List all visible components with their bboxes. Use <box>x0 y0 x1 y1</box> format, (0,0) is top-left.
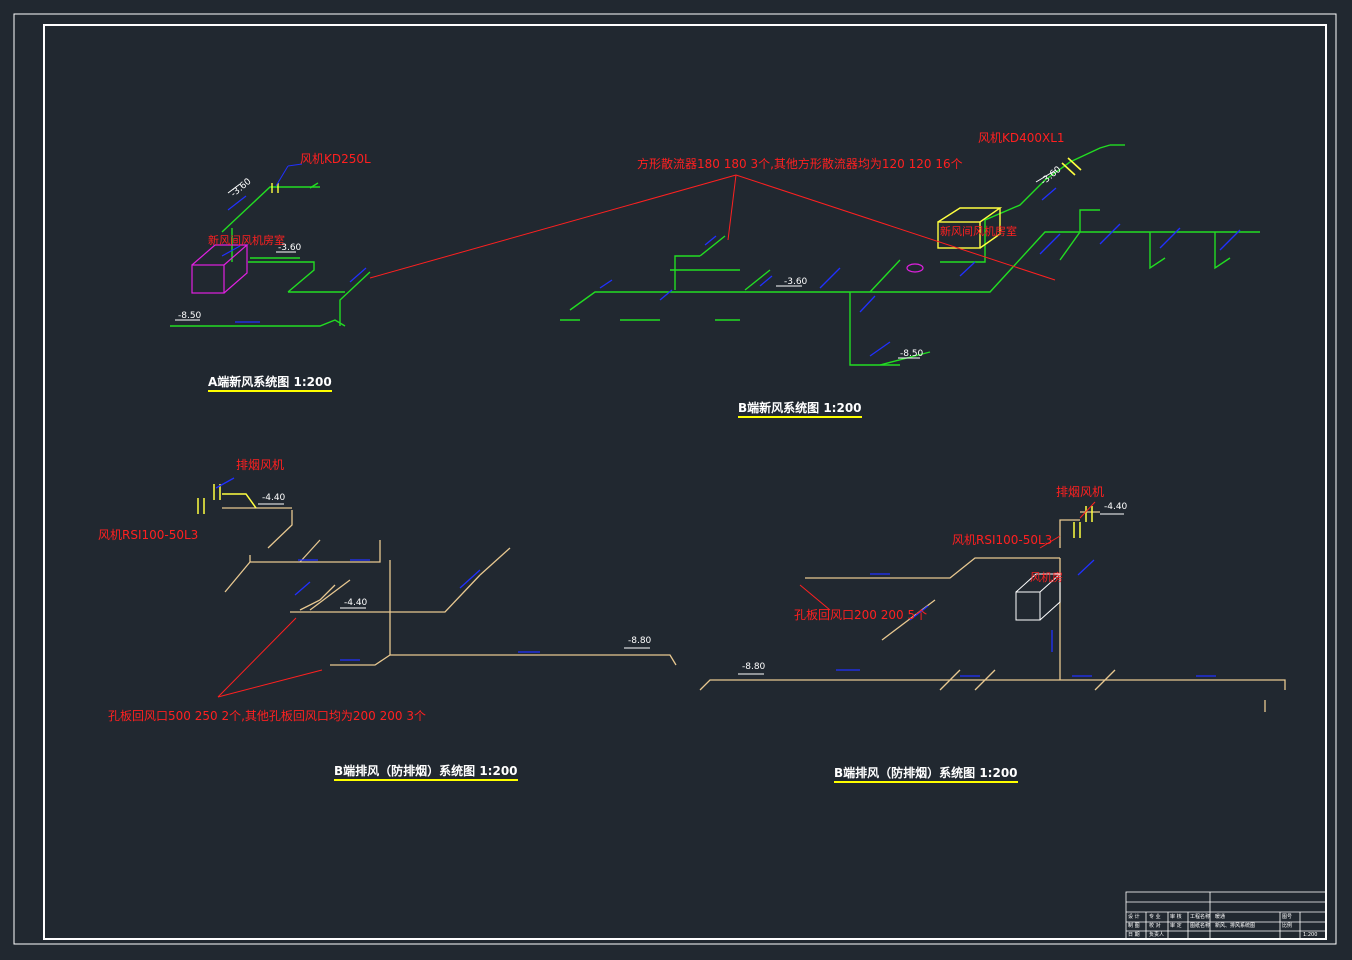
right-grille-note: 孔板回风口200 200 5个 <box>794 608 928 622</box>
tb-r2c4: 图纸名称 <box>1190 923 1211 929</box>
b-fan-label: 风机KD400XL1 <box>978 131 1065 145</box>
b-diffuser-note: 方形散流器180 180 3个,其他方形散流器均为120 120 16个 <box>637 157 963 171</box>
title-block-grid <box>1125 891 1327 940</box>
left-level-1: -4.40 <box>262 493 286 503</box>
tb-r2c1: 制 图 <box>1128 923 1140 929</box>
tb-r1c3: 审 核 <box>1170 914 1182 920</box>
left-exhaust-title: B端排风（防排烟）系统图 1:200 <box>334 765 518 781</box>
b-level-2: -3.60 <box>784 277 808 287</box>
tb-r1c2: 专 业 <box>1149 914 1161 920</box>
a-room-label: 新风间风机房室 <box>208 234 285 247</box>
left-fan-callout: 排烟风机 <box>236 458 285 472</box>
tb-r3c2: 负责人 <box>1149 932 1165 938</box>
right-fan-label: 风机RSI100-50L3 <box>952 533 1053 547</box>
right-exhaust-title: B端排风（防排烟）系统图 1:200 <box>834 767 1018 783</box>
tb-r1c6: 图号 <box>1282 914 1293 920</box>
a-level-3: -8.50 <box>178 311 202 321</box>
b-fresh-air-system <box>560 144 1260 366</box>
a-level-2: -3.60 <box>278 243 302 253</box>
b-room-label: 新风间风机房室 <box>940 225 1017 238</box>
b-fresh-air-title: B端新风系统图 1:200 <box>738 402 862 418</box>
a-fresh-air-system <box>170 163 371 327</box>
left-level-3: -8.80 <box>628 636 652 646</box>
left-fan-label: 风机RSI100-50L3 <box>98 528 199 542</box>
right-fan-callout: 排烟风机 <box>1056 485 1105 499</box>
tb-r2c5: 新风、排风系统图 <box>1215 923 1256 929</box>
right-room-label: 风机房 <box>1030 571 1063 584</box>
left-grille-note: 孔板回风口500 250 2个,其他孔板回风口均为200 200 3个 <box>108 709 426 723</box>
tb-r2c3: 审 定 <box>1170 923 1182 929</box>
b-exhaust-left-system <box>197 477 677 698</box>
outer-frame <box>13 13 1337 945</box>
a-fan-label: 风机KD250L <box>300 152 371 166</box>
tb-r3c6: 1:200 <box>1303 932 1318 938</box>
left-level-2: -4.40 <box>344 598 368 608</box>
b-level-3: -8.50 <box>900 349 924 359</box>
tb-r1c5: 暖通 <box>1215 914 1226 920</box>
tb-r1c1: 设 计 <box>1128 914 1140 920</box>
tb-r2c2: 校 对 <box>1149 923 1161 929</box>
tb-r2c6: 比例 <box>1282 923 1293 929</box>
right-level-1: -4.40 <box>1104 502 1128 512</box>
tb-r1c4: 工程名称 <box>1190 914 1211 920</box>
tb-r3c1: 日 期 <box>1128 932 1140 938</box>
right-level-2: -8.80 <box>742 662 766 672</box>
b-exhaust-right-system <box>699 501 1286 712</box>
diffuser-note-leaders <box>369 174 1056 281</box>
inner-frame <box>43 24 1327 940</box>
a-fresh-air-title: A端新风系统图 1:200 <box>208 376 332 392</box>
